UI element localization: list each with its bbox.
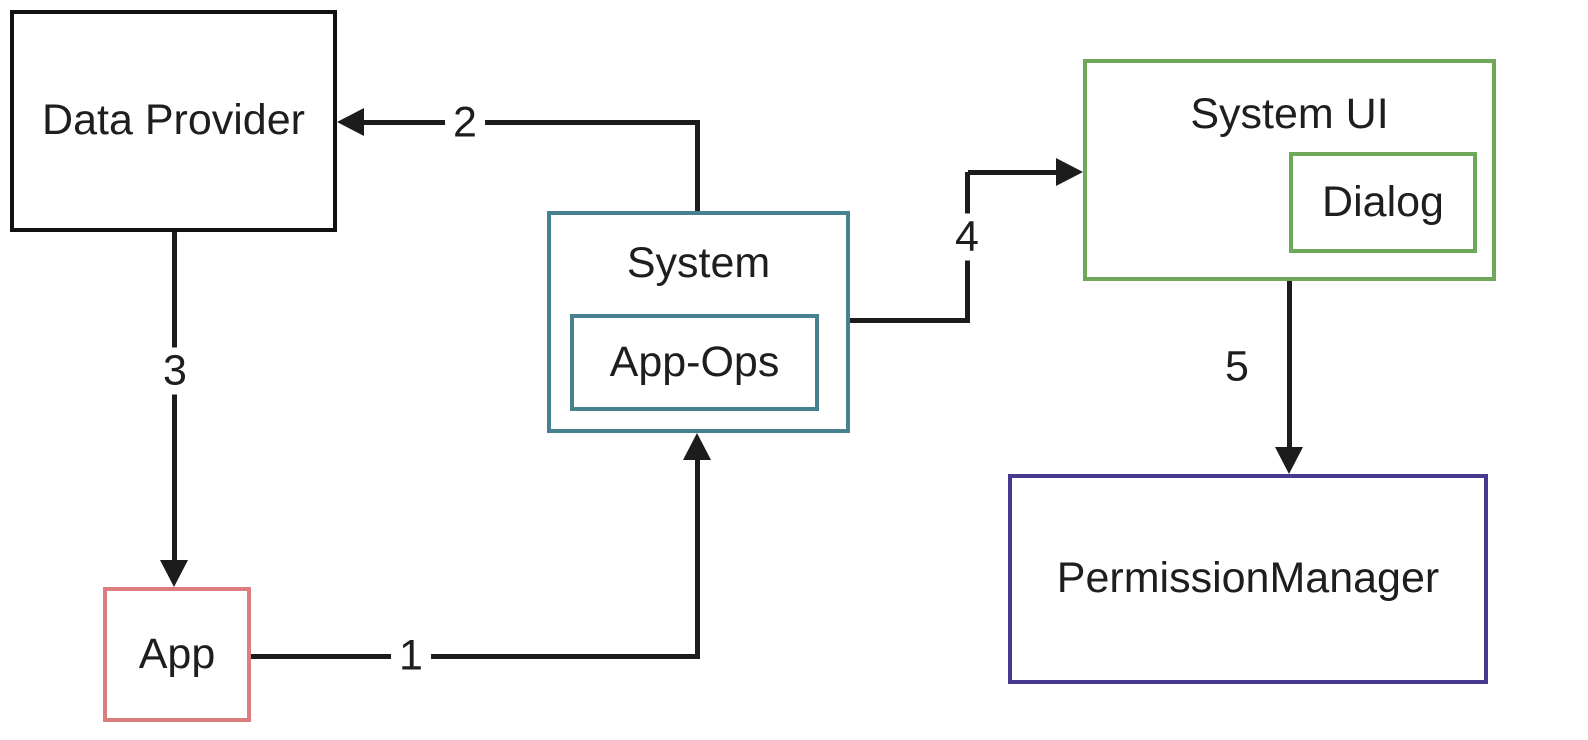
edge-4-segment-horizontal-upper bbox=[968, 170, 1060, 175]
edge-2-segment-vertical bbox=[695, 120, 700, 215]
node-permission-manager: PermissionManager bbox=[1008, 474, 1488, 684]
edge-label-1: 1 bbox=[391, 632, 431, 680]
node-data-provider-label: Data Provider bbox=[42, 96, 305, 145]
edge-label-5: 5 bbox=[1225, 342, 1249, 391]
edge-1-segment-vertical bbox=[695, 459, 700, 659]
edge-1-arrowhead-icon bbox=[683, 433, 711, 460]
node-data-provider: Data Provider bbox=[10, 10, 337, 232]
edge-2-segment-horizontal bbox=[352, 120, 700, 125]
node-dialog: Dialog bbox=[1289, 152, 1477, 253]
edge-2-arrowhead-icon bbox=[337, 108, 364, 136]
node-app-ops-label: App-Ops bbox=[609, 337, 780, 386]
edge-3-segment-vertical bbox=[172, 232, 177, 565]
edge-1-segment-horizontal bbox=[251, 654, 700, 659]
node-app-ops: App-Ops bbox=[570, 314, 819, 411]
node-dialog-label: Dialog bbox=[1322, 177, 1444, 226]
node-permission-manager-label: PermissionManager bbox=[1056, 554, 1440, 603]
edge-label-3: 3 bbox=[155, 347, 195, 395]
node-system-ui-label: System UI bbox=[1190, 90, 1389, 138]
node-app-label: App bbox=[138, 629, 216, 678]
node-system-label: System bbox=[626, 239, 771, 287]
edge-4-arrowhead-icon bbox=[1056, 158, 1083, 186]
edge-4-segment-horizontal-lower bbox=[850, 318, 970, 323]
edge-5-segment-vertical bbox=[1287, 280, 1292, 448]
edge-label-4: 4 bbox=[947, 213, 987, 261]
edge-3-arrowhead-icon bbox=[160, 560, 188, 587]
node-app: App bbox=[103, 587, 251, 722]
edge-label-2: 2 bbox=[445, 99, 485, 147]
edge-5-arrowhead-icon bbox=[1275, 447, 1303, 474]
